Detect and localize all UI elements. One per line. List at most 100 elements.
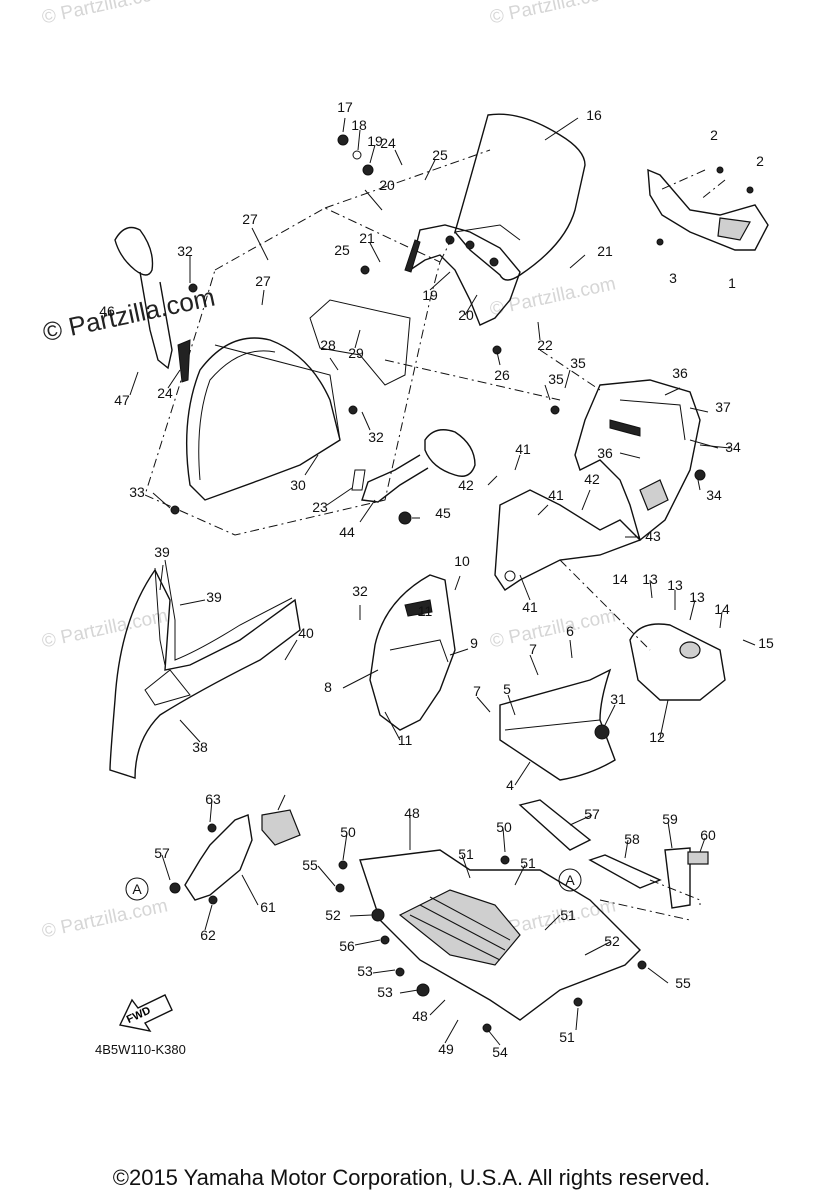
callout-51: 51 (520, 855, 536, 871)
inner-panel-8-part (369, 574, 456, 731)
dashed-leaders (324, 149, 726, 921)
upper-cowl-part (185, 299, 411, 501)
trim-strips-part (518, 799, 709, 909)
callout-9: 9 (470, 635, 478, 651)
callout-2: 2 (710, 127, 718, 143)
section-marker-right: A (558, 868, 582, 892)
callout-35: 35 (570, 355, 586, 371)
section-marker-text: A (565, 872, 575, 888)
section-marker-text: A (132, 881, 142, 897)
leader-lines (129, 117, 756, 1046)
callout-36: 36 (672, 365, 688, 381)
lower-panel-4-part (499, 668, 616, 781)
fwd-arrow: FWD (118, 994, 173, 1033)
inner-panel-right-part (574, 379, 701, 542)
callout-25: 25 (432, 147, 448, 163)
callout-13: 13 (642, 571, 658, 587)
callout-61: 61 (260, 899, 276, 915)
callout-33: 33 (129, 484, 145, 500)
callout-16: 16 (586, 107, 602, 123)
callout-28: 28 (320, 337, 336, 353)
callout-48: 48 (404, 805, 420, 821)
callout-5: 5 (503, 681, 511, 697)
callout-54: 54 (492, 1044, 508, 1060)
callout-26: 26 (494, 367, 510, 383)
callout-11: 11 (398, 732, 413, 748)
callout-19: 19 (422, 287, 438, 303)
callout-57: 57 (154, 845, 170, 861)
callout-52: 52 (325, 907, 341, 923)
callout-11: 11 (418, 603, 433, 619)
callout-31: 31 (610, 691, 626, 707)
callout-14: 14 (612, 571, 628, 587)
callout-48: 48 (412, 1008, 428, 1024)
callout-20: 20 (379, 177, 395, 193)
callout-51: 51 (458, 846, 474, 862)
callout-7: 7 (473, 683, 481, 699)
callout-25: 25 (334, 242, 350, 258)
callout-58: 58 (624, 831, 640, 847)
callout-41: 41 (522, 599, 538, 615)
callout-51: 51 (560, 907, 576, 923)
section-marker-left: A (125, 877, 149, 901)
callout-20: 20 (458, 307, 474, 323)
callout-22: 22 (537, 337, 553, 353)
callout-21: 21 (359, 230, 375, 246)
callout-51: 51 (559, 1029, 575, 1045)
diagram-code: 4B5W110-K380 (95, 1042, 186, 1057)
bracket-60-part (184, 809, 301, 901)
callout-60: 60 (700, 827, 716, 843)
callout-10: 10 (454, 553, 470, 569)
callout-32: 32 (352, 583, 368, 599)
upper-cowl-assembly-box (144, 207, 441, 536)
callout-17: 17 (337, 99, 353, 115)
callout-1: 1 (728, 275, 736, 291)
side-cowl-left-part (109, 559, 301, 779)
callout-38: 38 (192, 739, 208, 755)
copyright-text: ©2015 Yamaha Motor Corporation, U.S.A. A… (112, 1165, 711, 1190)
callout-63: 63 (205, 791, 221, 807)
callout-4: 4 (506, 777, 514, 793)
callout-24: 24 (380, 135, 396, 151)
callout-39: 39 (206, 589, 222, 605)
mirror-right-part (351, 429, 476, 525)
callout-15: 15 (758, 635, 774, 651)
callout-41: 41 (548, 487, 564, 503)
windscreen-part (454, 113, 586, 281)
callout-49: 49 (438, 1041, 454, 1057)
callout-55: 55 (675, 975, 691, 991)
callout-6: 6 (566, 623, 574, 639)
callout-42: 42 (458, 477, 474, 493)
callout-35: 35 (548, 371, 564, 387)
callout-27: 27 (255, 273, 271, 289)
callout-57: 57 (584, 806, 600, 822)
callout-7: 7 (529, 641, 537, 657)
callout-56: 56 (339, 938, 355, 954)
callout-2: 2 (756, 153, 764, 169)
callout-34: 34 (706, 487, 722, 503)
callout-46: 46 (99, 303, 115, 319)
under-cowl-part (359, 849, 641, 1021)
callout-50: 50 (340, 824, 356, 840)
callout-32: 32 (368, 429, 384, 445)
callout-14: 14 (714, 601, 730, 617)
callout-52: 52 (604, 933, 620, 949)
callout-30: 30 (290, 477, 306, 493)
callout-29: 29 (348, 345, 364, 361)
callout-42: 42 (584, 471, 600, 487)
callout-50: 50 (496, 819, 512, 835)
callout-53: 53 (377, 984, 393, 1000)
callout-12: 12 (649, 729, 665, 745)
panel-12-part (629, 623, 726, 701)
callout-19: 19 (367, 133, 383, 149)
callout-13: 13 (689, 589, 705, 605)
callout-21: 21 (597, 243, 613, 259)
cover-1-part (647, 168, 769, 251)
callout-23: 23 (312, 499, 328, 515)
callout-27: 27 (242, 211, 258, 227)
callout-8: 8 (324, 679, 332, 695)
callout-37: 37 (715, 399, 731, 415)
callout-41: 41 (515, 441, 531, 457)
